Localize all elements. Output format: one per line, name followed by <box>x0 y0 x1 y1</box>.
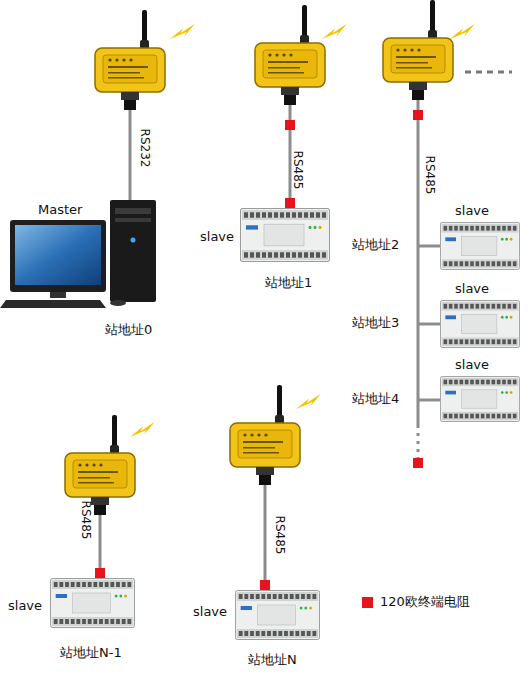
rs485-cable <box>99 510 102 578</box>
bus-continuation <box>417 425 420 458</box>
signal-bolt <box>170 24 195 39</box>
device-name: slave <box>200 229 234 245</box>
screen <box>15 225 101 285</box>
mouse <box>110 300 126 306</box>
device-name: slave <box>455 203 489 219</box>
power-led <box>131 238 136 243</box>
signal-bolt <box>130 422 155 437</box>
radio-module <box>65 415 135 515</box>
terminal-resistors <box>95 110 423 590</box>
device-name: Master <box>38 202 82 218</box>
station-address: 站地址1 <box>265 275 312 291</box>
plc-device <box>440 222 519 269</box>
plc-device <box>241 209 330 262</box>
rs485-cable <box>264 480 267 590</box>
monitor <box>10 220 106 292</box>
station-address: 站地址2 <box>352 237 399 253</box>
cables <box>100 95 440 590</box>
rs485-bus <box>417 95 420 425</box>
signal-bolt <box>450 24 475 39</box>
signal-name: RS485 <box>273 516 287 555</box>
bus-branch <box>418 323 440 326</box>
device-node: slave站地址3 <box>440 300 520 348</box>
device-node: slave站地址2 <box>440 222 520 270</box>
resistor-symbol <box>260 580 270 590</box>
radio-modules <box>65 0 453 515</box>
device-node: slave站地址4 <box>440 376 520 422</box>
signal-name: RS485 <box>291 151 305 190</box>
resistor-symbol <box>285 120 295 130</box>
device-node: slave站地址1 <box>240 208 330 262</box>
plc-device <box>50 579 134 628</box>
bus-branch <box>418 245 440 248</box>
bus-branch <box>418 399 440 402</box>
drive-bay <box>115 208 151 214</box>
pc-tower <box>110 200 156 302</box>
station-address: 站地址4 <box>352 391 399 407</box>
radio-module <box>230 385 300 485</box>
device-node: slave站地址N <box>235 590 320 640</box>
signal-name: RS485 <box>79 501 93 540</box>
monitor-stand <box>50 292 66 298</box>
station-address: 站地址0 <box>105 322 152 338</box>
resistor-symbol <box>413 458 423 468</box>
signal-name: RS232 <box>138 129 152 168</box>
signal-bolt <box>296 394 321 409</box>
radio-module <box>255 5 325 105</box>
resistor-symbol <box>413 110 423 120</box>
signal-bolt <box>322 24 347 39</box>
legend-text: 120欧终端电阻 <box>380 594 470 610</box>
device-name: slave <box>455 357 489 373</box>
device-name: slave <box>455 281 489 297</box>
station-address: 站地址N-1 <box>60 645 122 661</box>
master-pc <box>0 200 156 308</box>
resistor-symbol <box>95 568 105 578</box>
plc-device <box>440 300 519 347</box>
station-address: 站地址N <box>248 652 297 668</box>
device-name: slave <box>8 598 42 614</box>
device-node: slave站地址N-1 <box>50 578 135 628</box>
radio-module <box>95 10 165 110</box>
signal-name: RS485 <box>423 156 437 195</box>
radio-module <box>383 0 453 100</box>
plc-device <box>440 376 519 421</box>
more-devices-dash <box>465 71 512 74</box>
station-address: 站地址3 <box>352 315 399 331</box>
legend-swatch <box>362 597 373 608</box>
resistor-symbol <box>285 198 295 208</box>
device-node: Master站地址0 <box>10 200 158 300</box>
radio-signals <box>130 24 475 437</box>
device-name: slave <box>193 604 227 620</box>
rs232-cable <box>129 105 132 200</box>
plc-device <box>235 591 319 640</box>
keyboard <box>0 300 106 308</box>
slave-plcs <box>50 209 519 640</box>
drive-bay <box>115 218 151 222</box>
